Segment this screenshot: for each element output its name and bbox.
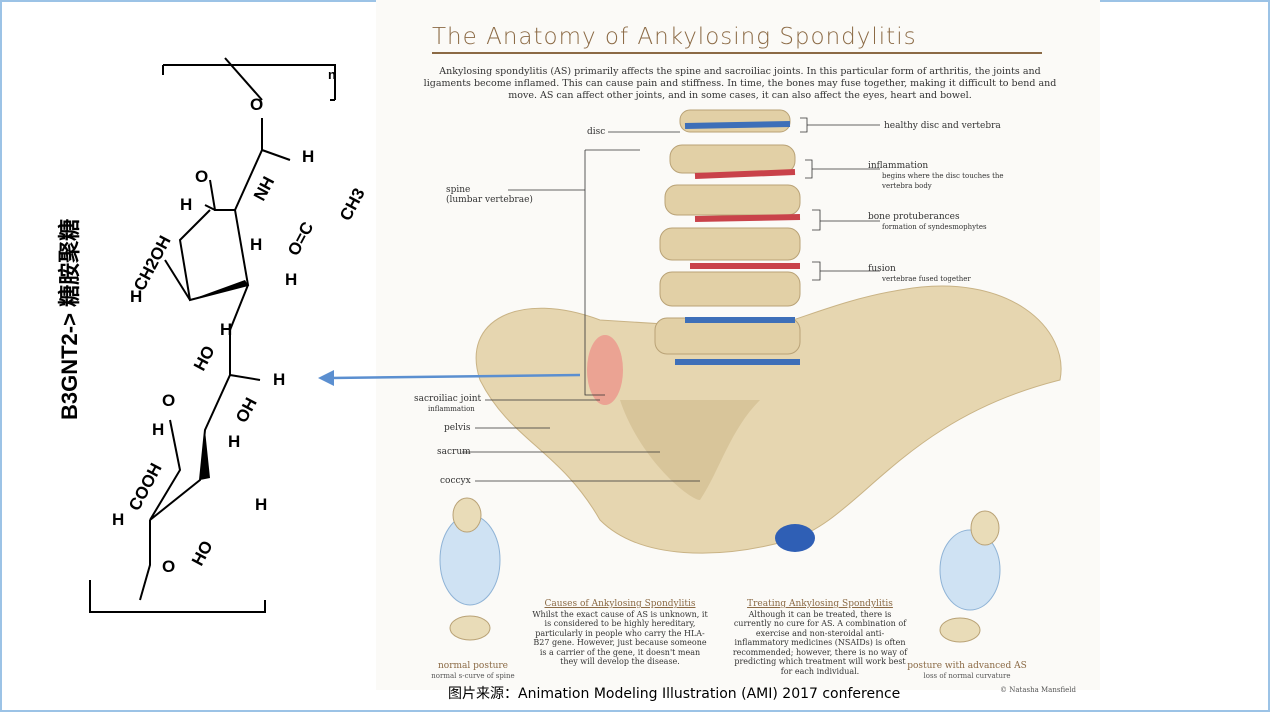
chem-atom: H (228, 432, 241, 451)
chem-atom: O (250, 95, 264, 114)
normal-title: normal posture (438, 661, 508, 671)
label-coccyx: coccyx (440, 476, 471, 486)
advanced-sub: loss of normal curvature (923, 672, 1011, 680)
copyright: © Natasha Mansfield (1000, 686, 1076, 694)
label-sub: formation of syndesmophytes (882, 223, 987, 231)
chem-atom: H (130, 287, 143, 306)
chem-atom: H (255, 495, 268, 514)
normal-sub: normal s-curve of spine (431, 672, 515, 680)
label-title: inflammation (868, 161, 929, 171)
chem-atom: H (180, 195, 193, 214)
label-healthy-disc: healthy disc and vertebra (884, 121, 1001, 131)
label-title: bone protuberances (868, 212, 960, 222)
chem-atom: H (273, 370, 286, 389)
treating-title: Treating Ankylosing Spondylitis (747, 599, 893, 609)
label-title: healthy disc and vertebra (884, 121, 1001, 131)
causes-text: Whilst the exact cause of AS is unknown,… (532, 609, 708, 667)
chem-atom: O (195, 167, 209, 186)
chem-atom: H (112, 510, 125, 529)
chemical-structure-bonds (89, 57, 336, 613)
advanced-title: posture with advanced AS (907, 661, 1027, 671)
chem-atom: H (285, 270, 298, 289)
chem-atom: H (220, 320, 233, 339)
label-spine: spine(lumbar vertebrae) (446, 185, 533, 205)
causes-title: Causes of Ankylosing Spondylitis (544, 599, 696, 609)
poster-intro: Ankylosing spondylitis (AS) primarily af… (423, 66, 1057, 101)
label-pelvis: pelvis (444, 423, 471, 433)
label-si-sub: inflammation (428, 405, 475, 413)
label-disc: disc (587, 127, 606, 137)
label-sacrum: sacrum (437, 447, 471, 457)
label-title: fusion (868, 264, 896, 274)
chemical-structure: O n H NH O H CH3 O=C CH2OH H H H H HO O … (80, 55, 380, 615)
label-si-title: sacroiliac joint (414, 394, 482, 404)
label-spine-title: spine (446, 185, 471, 195)
chem-atom: O (162, 391, 176, 410)
chem-repeat-n: n (328, 67, 336, 82)
label-spine-sub: (lumbar vertebrae) (446, 195, 533, 205)
treating-text: Although it can be treated, there is cur… (732, 609, 908, 676)
poster-title: The Anatomy of Ankylosing Spondylitis (432, 24, 1042, 54)
chem-atom: H (250, 235, 263, 254)
chem-atom: H (302, 147, 315, 166)
image-source-caption: 图片来源：Animation Modeling Illustration (AM… (448, 686, 901, 702)
label-sub: vertebrae fused together (882, 275, 971, 283)
label-sub: begins where the disc touches the verteb… (882, 172, 1004, 190)
chem-atom: O (162, 557, 176, 576)
chem-atom: H (152, 420, 165, 439)
